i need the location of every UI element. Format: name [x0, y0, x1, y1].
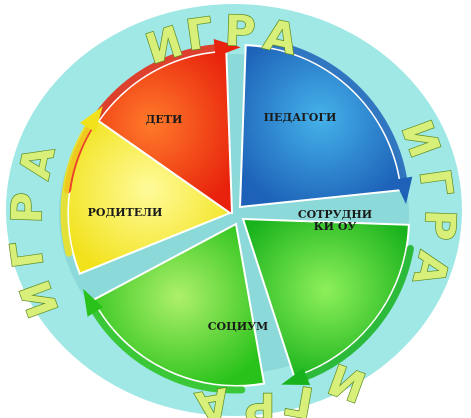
segment-label-1: ДЕТИ — [146, 113, 183, 126]
ring-letter: Р — [2, 192, 52, 224]
ring-letter: Р — [245, 384, 276, 418]
ring-letter: Г — [1, 238, 53, 271]
segment-label-4: СОЦИУМ — [208, 320, 268, 333]
segment-label-5: РОДИТЕЛИ — [88, 206, 163, 219]
ring-letter: Р — [224, 6, 256, 56]
segment-label-2: ПЕДАГОГИ — [264, 111, 337, 124]
ring-letter: Р — [415, 209, 465, 241]
